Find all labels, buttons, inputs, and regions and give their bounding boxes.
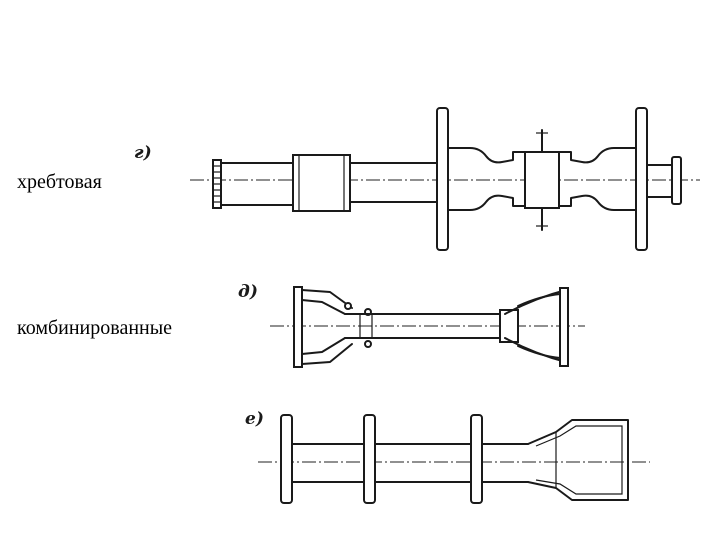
spine-end-cap-right — [671, 156, 682, 205]
combined-crossmember-2 — [363, 414, 376, 504]
combined-coupling — [499, 309, 519, 343]
figure-mark-g: г) — [134, 143, 152, 163]
combined-frame-e-drawing: е) — [245, 409, 650, 504]
spine-cross-flange-left — [436, 107, 449, 251]
spine-frame-drawing: г) — [134, 107, 700, 251]
caption-combined-frames: комбинированные — [17, 317, 173, 339]
spine-gearbox — [524, 151, 560, 209]
combined-crossmember-3 — [470, 414, 483, 504]
combined-frame-d-drawing: д) — [238, 282, 585, 368]
figure-mark-d: д) — [238, 282, 258, 302]
combined-crossmember-1 — [280, 414, 293, 504]
combined-end-plate-right — [559, 287, 569, 367]
figure-mark-e: е) — [245, 409, 264, 429]
spine-cross-flange-right — [635, 107, 648, 251]
combined-end-plate-left — [293, 286, 303, 368]
caption-spine-frame: хребтовая — [17, 171, 102, 193]
spine-sleeve — [292, 154, 351, 212]
